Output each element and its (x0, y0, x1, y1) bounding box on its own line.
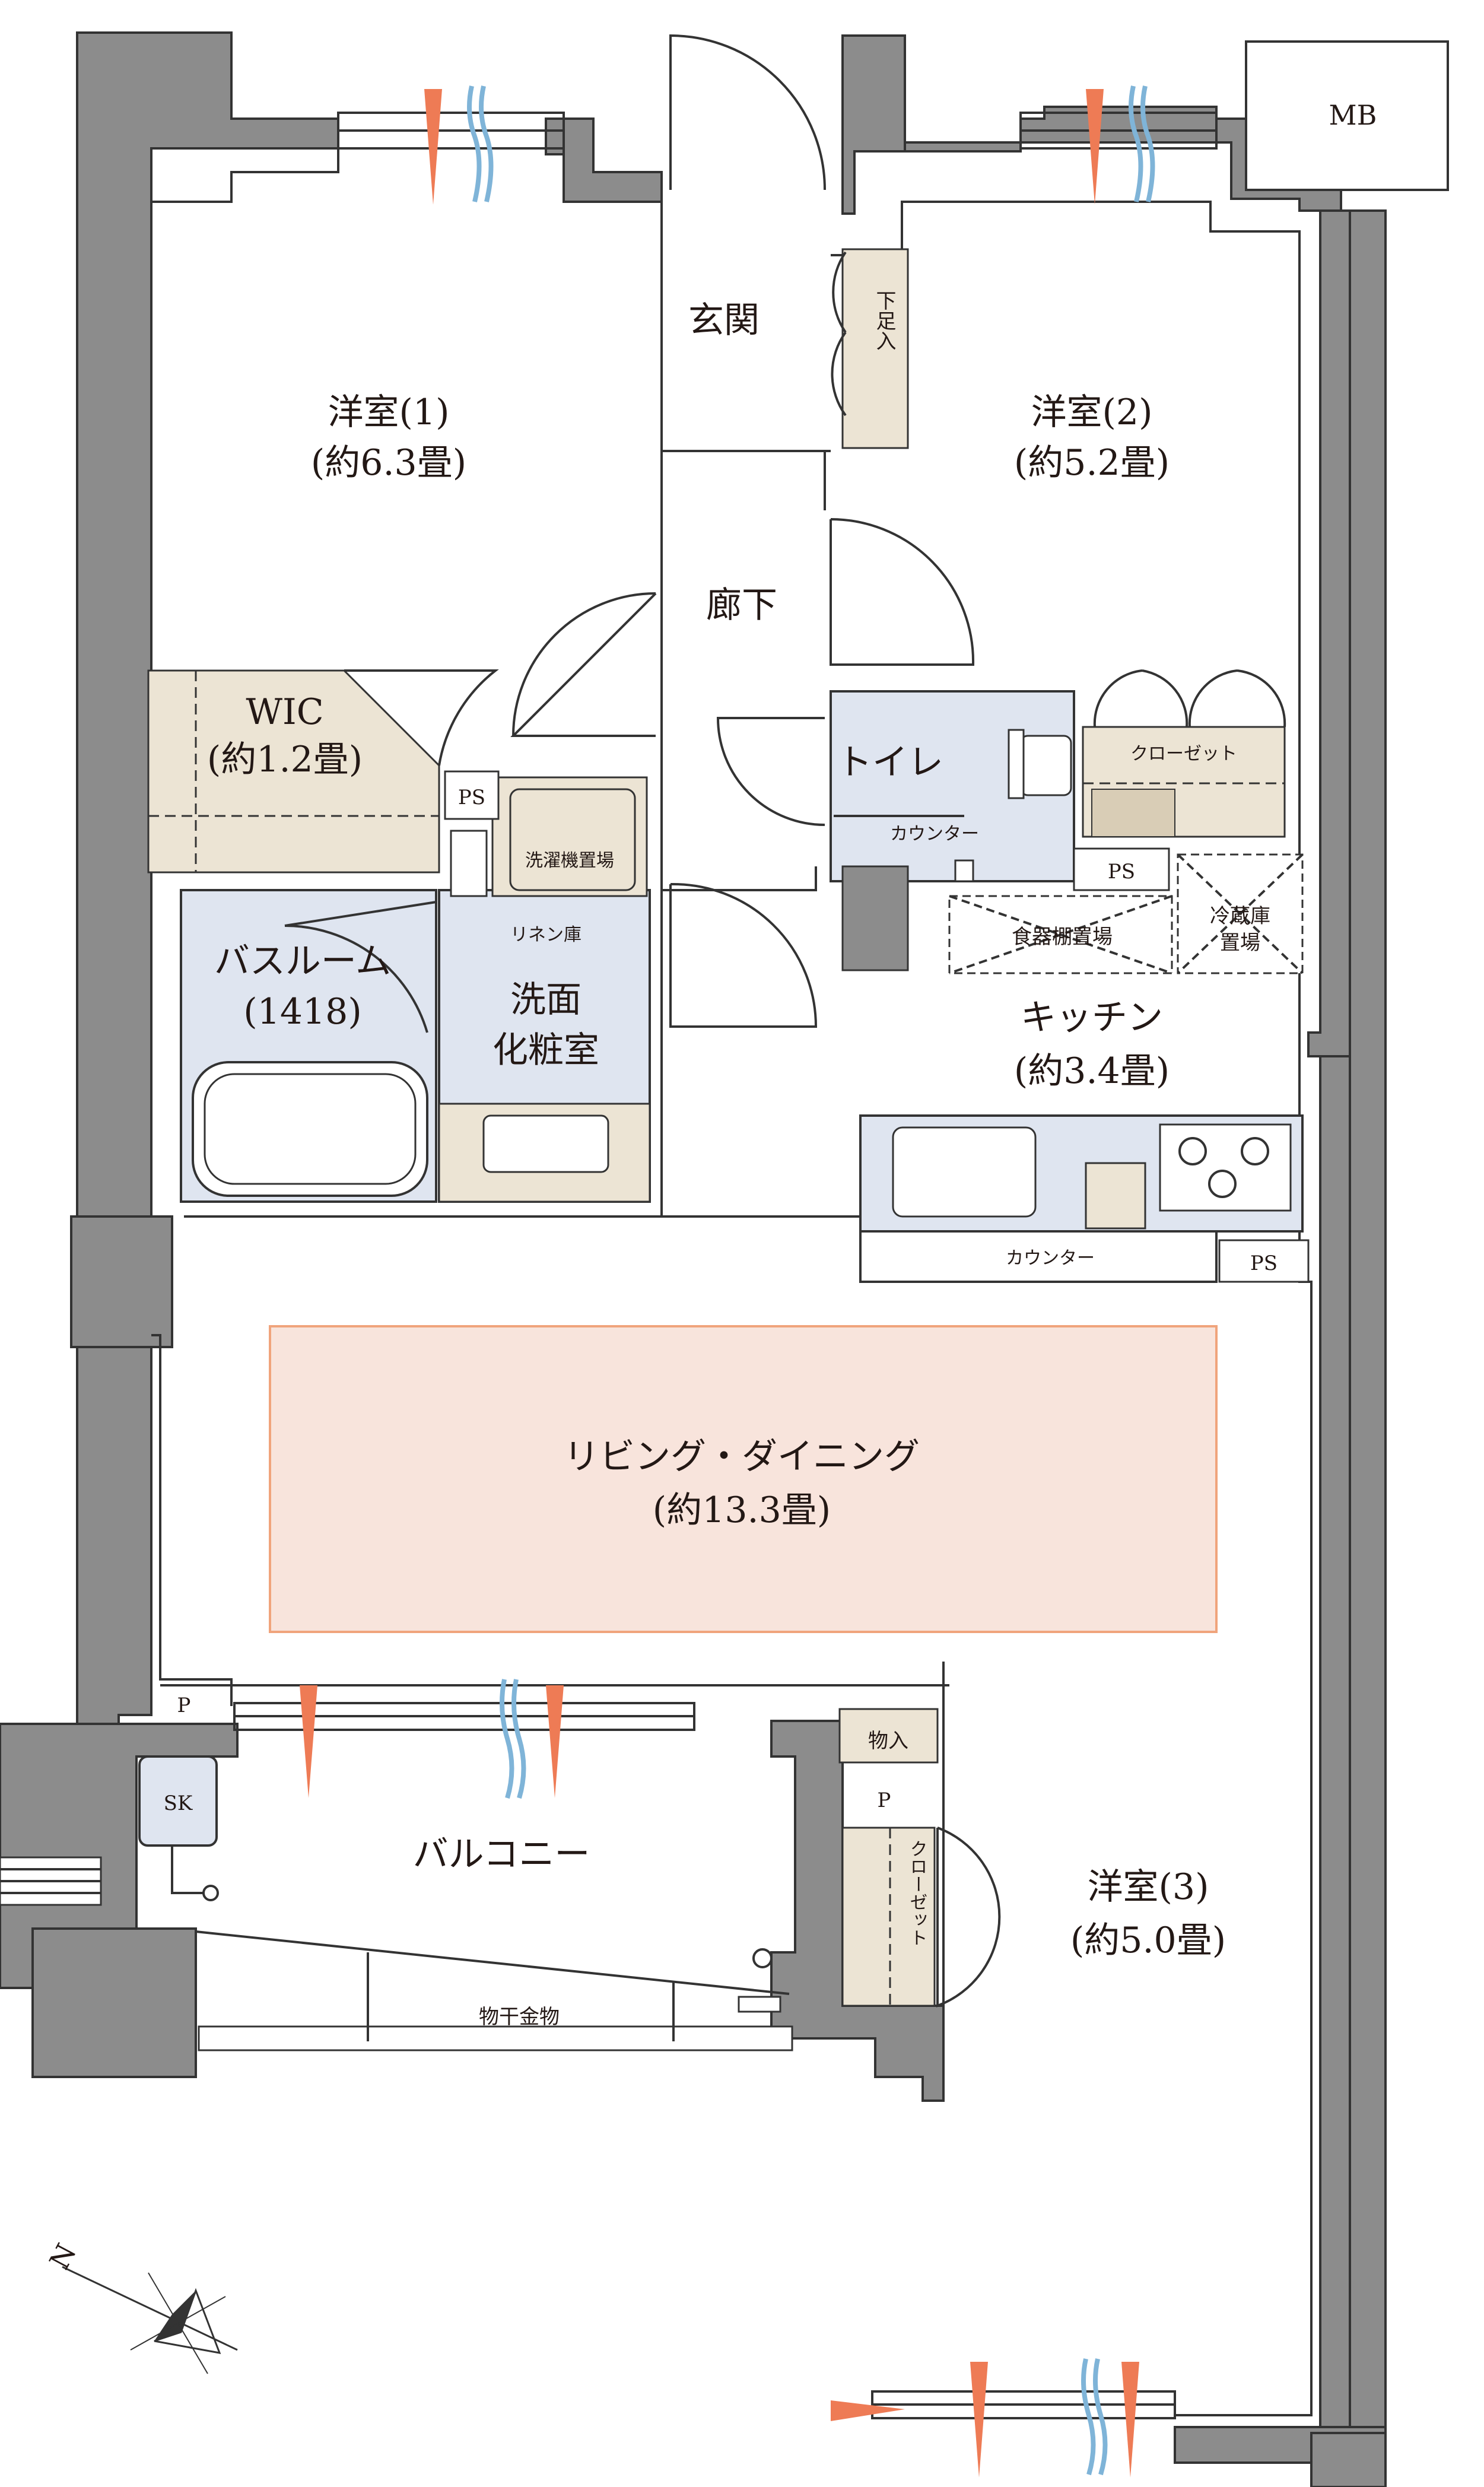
western1-name: 洋室(1) (328, 392, 450, 433)
svg-text:下足入: 下足入 (872, 290, 896, 351)
western3-name: 洋室(3) (1088, 1866, 1209, 1908)
compass-icon (62, 2266, 238, 2374)
balcony-fixtures (0, 1755, 793, 2051)
kitchen-area (859, 853, 1304, 1283)
entrance-label: 玄関 (688, 300, 760, 341)
wic-area (147, 669, 440, 874)
washroom-line1: 洗面 (510, 979, 581, 1021)
ps-label-3: PS (1250, 1252, 1278, 1275)
mb-box (1245, 40, 1449, 191)
kitchen-counter-label: カウンター (1006, 1248, 1095, 1269)
toilet-counter-label: カウンター (890, 824, 979, 844)
fridge-label-line2: 置場 (1220, 931, 1260, 955)
bath-name: バスルーム (214, 941, 391, 982)
bath-size: (1418) (243, 991, 362, 1033)
closet-label-horizontal: クローゼット (1130, 744, 1237, 764)
ps-box-3 (1218, 1239, 1310, 1283)
linen-label: リネン庫 (510, 925, 581, 945)
washer-label: 洗濯機置場 (525, 850, 614, 871)
western1-size: (約6.3畳) (311, 442, 466, 484)
toilet-area (830, 690, 1075, 971)
balcony-label: バルコニー (413, 1834, 590, 1875)
living-name: リビング・ダイニング (564, 1436, 920, 1478)
western2-size: (約5.2畳) (1014, 442, 1170, 484)
western2-name: 洋室(2) (1031, 392, 1153, 433)
airflow-markers (300, 85, 1155, 2478)
storage-label: 物入 (868, 1729, 908, 1753)
wic-name: WIC (246, 691, 323, 733)
compass-north-label: N (43, 2238, 83, 2275)
kitchen-size: (約3.4畳) (1014, 1050, 1170, 1092)
ps-label-1: PS (458, 786, 485, 809)
doors (344, 34, 1286, 2008)
shoe-storage-label: 下足入 (872, 290, 896, 351)
p-label-2: P (878, 1789, 891, 1812)
p-label-1: P (177, 1694, 191, 1717)
storage-areas (838, 248, 1286, 2007)
sk-label: SK (164, 1792, 193, 1815)
clothes-rod-label: 物干金物 (479, 2005, 560, 2029)
bath-washroom (180, 776, 651, 1203)
ps-label-2: PS (1108, 860, 1135, 884)
closet-label-vertical: クローゼット (907, 1840, 927, 1946)
ps-box-2 (1073, 847, 1170, 891)
living-size: (約13.3畳) (653, 1489, 831, 1531)
corridor-label: 廊下 (706, 585, 777, 626)
dish-shelf-label: 食器棚置場 (1012, 925, 1113, 949)
living-area (269, 1325, 1218, 1633)
toilet-label: トイレ (837, 742, 943, 783)
ps-box-1 (444, 770, 500, 820)
washroom-line2: 化粧室 (492, 1030, 599, 1071)
fridge-label-line1: 冷蔵庫 (1210, 904, 1270, 928)
kitchen-name: キッチン (1021, 997, 1163, 1038)
svg-text:クローゼット: クローゼット (907, 1840, 927, 1946)
wic-size: (約1.2畳) (207, 739, 363, 780)
room-labels: 洋室(1) (約6.3畳) 洋室(2) (約5.2畳) 洋室(3) (約5.0畳… (207, 300, 1226, 1961)
western3-size: (約5.0畳) (1070, 1920, 1226, 1961)
mb-label: MB (1329, 99, 1377, 131)
